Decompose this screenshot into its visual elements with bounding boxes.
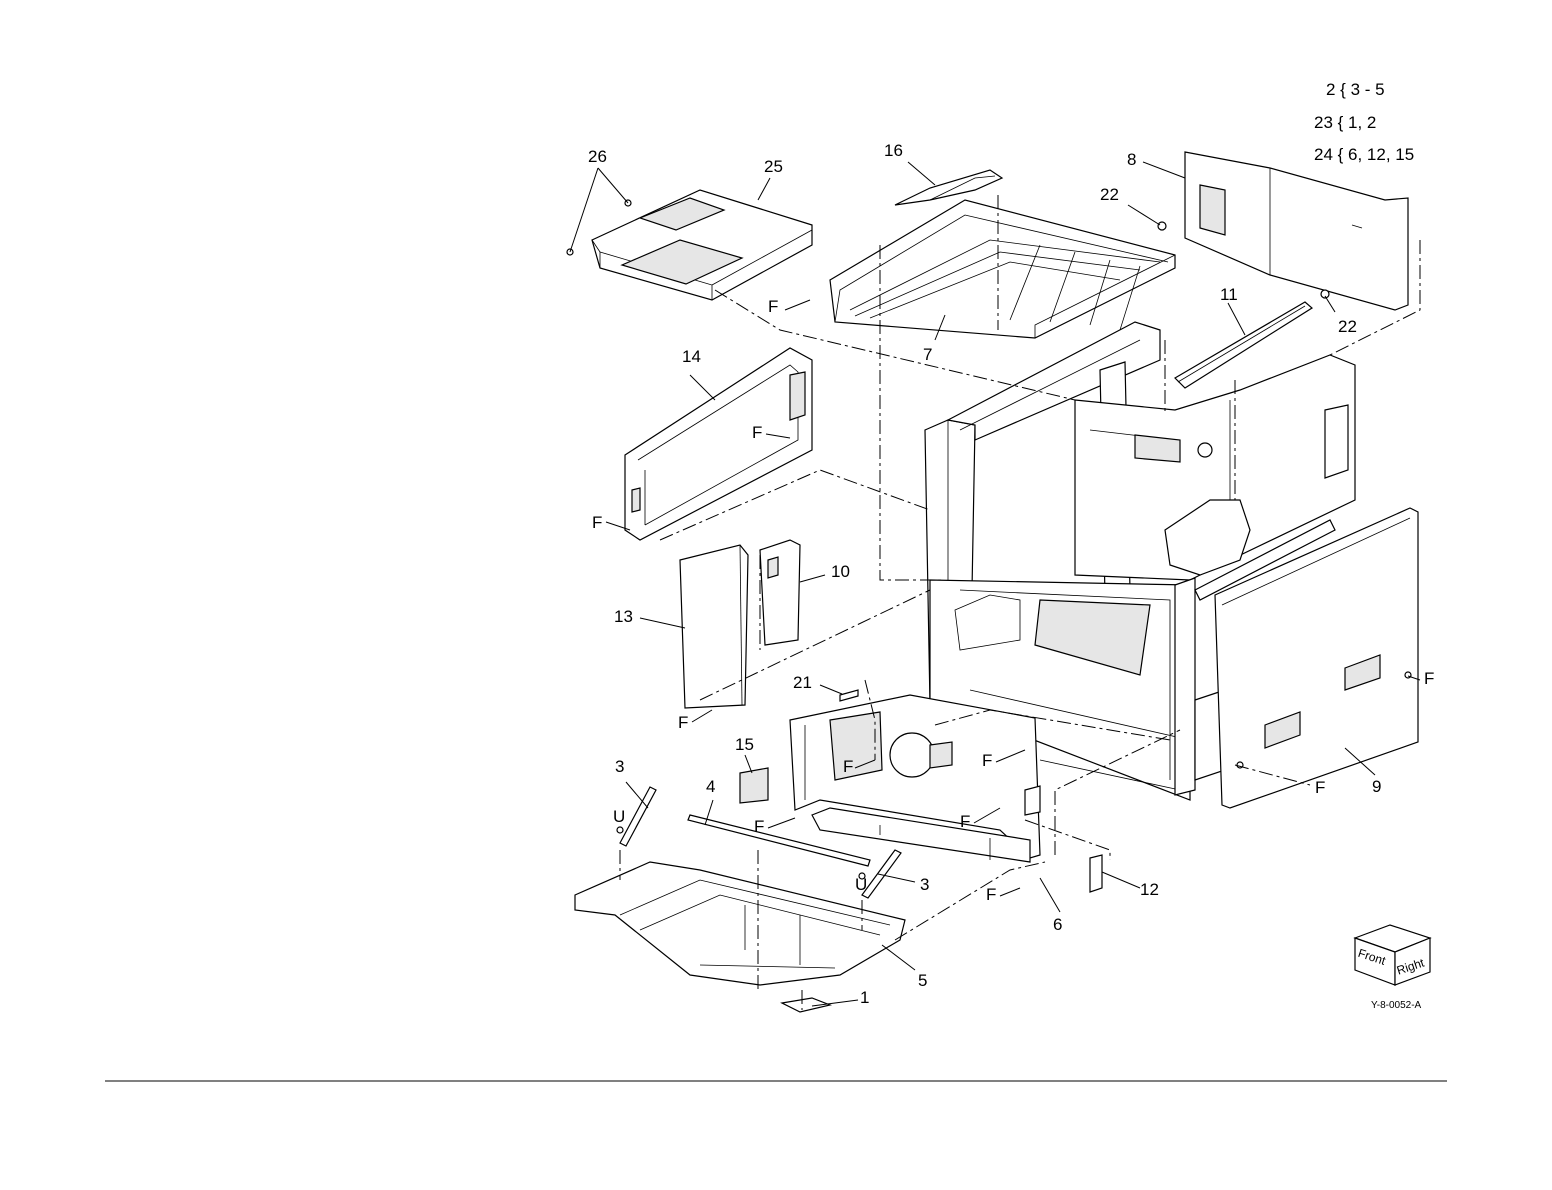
- callout-11: 11: [1220, 285, 1238, 304]
- part-10-panel: [760, 540, 800, 645]
- callout-22: 22: [1338, 317, 1357, 336]
- fastener-f-label: F: [752, 423, 762, 442]
- legend-line: 2 { 3 - 5: [1326, 80, 1385, 99]
- part-13-front-panel: [680, 545, 748, 708]
- part-8-rear-cover: [1158, 152, 1408, 310]
- callout-3: 3: [615, 757, 624, 776]
- callout-1: 1: [860, 988, 869, 1007]
- fastener-f-label: F: [1424, 669, 1434, 688]
- callout-6: 6: [1053, 915, 1062, 934]
- fastener-u-label: U: [613, 807, 625, 826]
- fastener-f-label: F: [1315, 778, 1325, 797]
- callout-9: 9: [1372, 777, 1381, 796]
- callout-26: 26: [588, 147, 607, 166]
- callout-21: 21: [793, 673, 812, 692]
- part-21-screw: [840, 690, 858, 701]
- fastener-f-label: F: [768, 297, 778, 316]
- callout-7: 7: [923, 345, 932, 364]
- orientation-cube: Front Right: [1355, 925, 1430, 985]
- part-15-pad: [740, 768, 768, 803]
- callout-15: 15: [735, 735, 754, 754]
- fastener-f-label: F: [592, 513, 602, 532]
- callout-3: 3: [920, 875, 929, 894]
- callout-5: 5: [918, 971, 927, 990]
- callout-14: 14: [682, 347, 701, 366]
- fastener-f-label: F: [754, 817, 764, 836]
- legend-line: 24 { 6, 12, 15: [1314, 145, 1414, 164]
- callout-16: 16: [884, 141, 903, 160]
- callout-22: 22: [1100, 185, 1119, 204]
- callout-10: 10: [831, 562, 850, 581]
- fastener-f-label: F: [982, 751, 992, 770]
- fastener-f-label: F: [960, 812, 970, 831]
- callout-12: 12: [1140, 880, 1159, 899]
- figure-id: Y-8-0052-A: [1371, 1000, 1422, 1011]
- fastener-f-label: F: [843, 757, 853, 776]
- fastener-f-label: F: [986, 885, 996, 904]
- part-12-bracket: [1090, 855, 1102, 892]
- fastener-f-label: F: [678, 713, 688, 732]
- callout-13: 13: [614, 607, 633, 626]
- part-16-cover: [895, 170, 1002, 205]
- callout-4: 4: [706, 777, 715, 796]
- part-25-top-cover: [567, 190, 812, 300]
- callout-25: 25: [764, 157, 783, 176]
- part-7-top-tray: [830, 200, 1175, 338]
- legend-line: 23 { 1, 2: [1314, 113, 1376, 132]
- part-14-left-cover: [625, 348, 812, 540]
- legend: 2 { 3 - 5 23 { 1, 2 24 { 6, 12, 15: [1314, 80, 1414, 164]
- callout-8: 8: [1127, 150, 1136, 169]
